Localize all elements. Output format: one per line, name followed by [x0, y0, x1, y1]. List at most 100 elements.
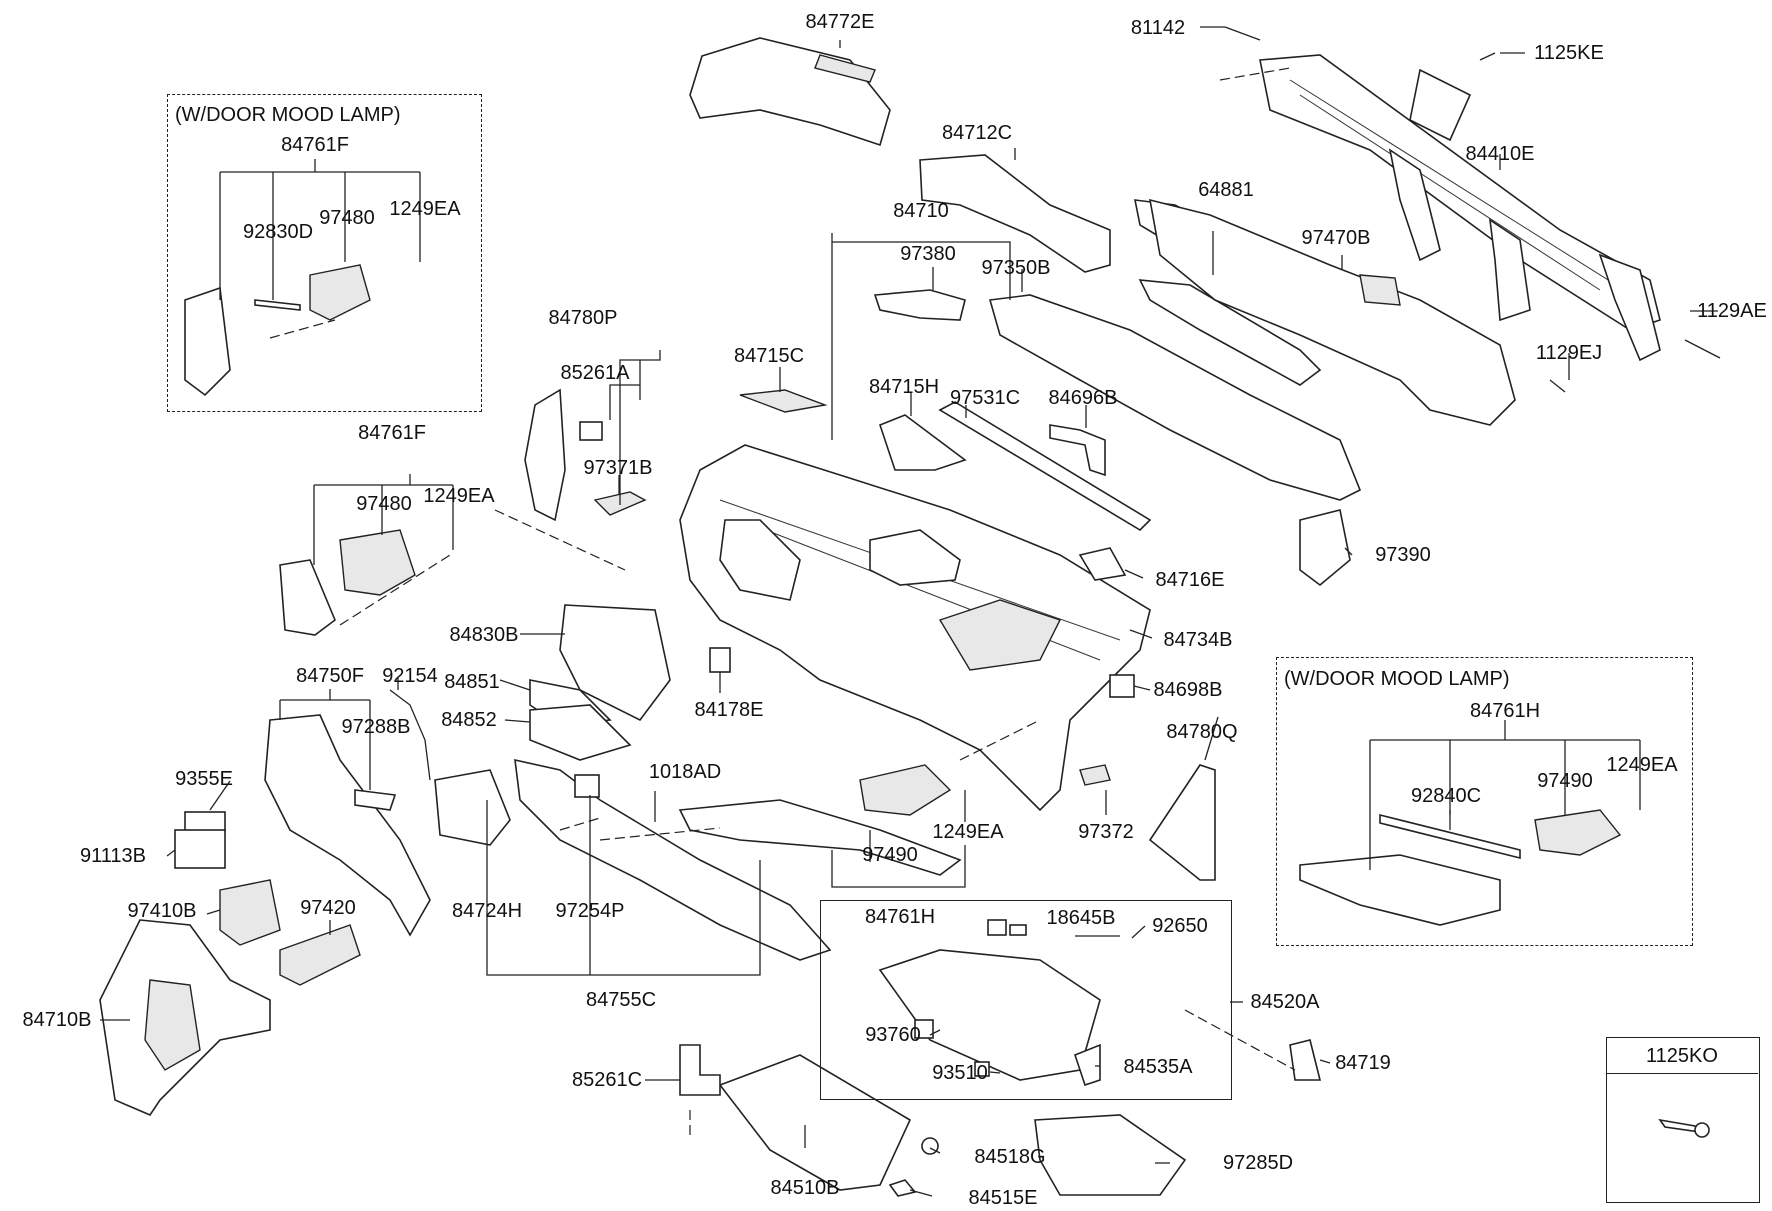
part-label-1125KE: 1125KE — [1534, 42, 1604, 64]
part-84761H-garnish — [678, 799, 962, 876]
part-label-64881: 64881 — [1198, 179, 1254, 201]
part-label-1129EJ: 1129EJ — [1535, 342, 1603, 364]
part-1125KO-bolt-head — [1694, 1122, 1710, 1138]
part-label-84515E: 84515E — [968, 1187, 1038, 1209]
part-label-84830B: 84830B — [449, 624, 519, 646]
part-label-1018AD: 1018AD — [648, 761, 722, 783]
part-label-1249EA-b: 1249EA — [932, 821, 1004, 843]
part-label-1129AE: 1129AE — [1697, 300, 1767, 322]
part-84715H-cover — [879, 414, 967, 471]
fastener-box-header — [1606, 1037, 1758, 1074]
part-97531C-defroster — [938, 401, 1152, 532]
part-18645B-bulb — [1009, 924, 1027, 936]
part-84716E-cover — [1078, 547, 1127, 581]
part-84724H-bracket — [434, 769, 511, 846]
part-1129EJ-bolt — [1549, 379, 1566, 393]
part-label-97390: 97390 — [1375, 544, 1431, 566]
part-label-97285D: 97285D — [1222, 1152, 1294, 1174]
part-label-97371B: 97371B — [583, 457, 653, 479]
part-97390-outlet — [1299, 509, 1351, 587]
part-97285D-glovebox-bin — [1034, 1114, 1187, 1196]
assembly-lines — [269, 67, 1296, 1140]
part-label-84780Q: 84780Q — [1166, 721, 1238, 743]
part-label-93760: 93760 — [865, 1024, 921, 1046]
part-label-84761F: 84761F — [358, 422, 426, 444]
part-label-84761H-box: 84761H — [1469, 700, 1541, 722]
part-97350B-duct — [988, 294, 1362, 501]
part-label-84734B: 84734B — [1163, 629, 1233, 651]
part-84750F-fascia — [264, 714, 431, 937]
part-label-84520A: 84520A — [1250, 991, 1320, 1013]
part-85261A-pad — [579, 421, 603, 441]
part-84520A-glovebox-housing — [878, 949, 1101, 1081]
part-97490-vent — [859, 764, 952, 816]
part-97420-vent — [279, 924, 361, 986]
part-84780Q-sidecover — [1148, 764, 1216, 881]
part-label-91113B: 91113B — [80, 845, 146, 867]
mood-lamp-box-right — [1276, 657, 1693, 946]
part-label-97480-box: 97480 — [319, 207, 375, 229]
part-label-84750F: 84750F — [296, 665, 364, 687]
part-1125KE-bolt — [1479, 52, 1496, 61]
part-97480-vent — [339, 529, 416, 596]
part-92650-lamp — [987, 919, 1007, 936]
part-label-84510B: 84510B — [770, 1177, 840, 1199]
part-84710-crashpad — [679, 444, 1151, 812]
part-97480-box-vent — [309, 264, 371, 321]
part-label-84772E: 84772E — [805, 11, 875, 33]
part-label-84698B: 84698B — [1153, 679, 1223, 701]
part-84712C-shape — [919, 154, 1111, 273]
part-label-84710B: 84710B — [22, 1009, 92, 1031]
part-label-93510: 93510 — [932, 1062, 988, 1084]
part-label-85261C: 85261C — [571, 1069, 643, 1091]
part-97470B-duct — [1148, 198, 1516, 426]
part-84535A-damper — [1074, 1043, 1101, 1087]
part-91113B-plate — [174, 829, 226, 869]
part-84696B-bracket — [1049, 424, 1106, 477]
part-label-97470B: 97470B — [1301, 227, 1371, 249]
part-64881-duct-lower — [1138, 279, 1322, 386]
part-84518G-bumper — [921, 1137, 939, 1155]
part-97372-grille — [1079, 764, 1111, 786]
part-84515E-clip — [888, 1179, 917, 1197]
part-81142-bolt — [1224, 26, 1261, 41]
part-label-84761F-box: 84761F — [281, 134, 349, 156]
mood-lamp-box-right-title: (W/DOOR MOOD LAMP) — [1284, 668, 1510, 690]
mood-lamp-box-left-title: (W/DOOR MOOD LAMP) — [175, 104, 401, 126]
part-label-97420: 97420 — [300, 897, 356, 919]
part-97490-box-vent — [1534, 809, 1622, 856]
part-97470B-outlet — [1359, 274, 1401, 306]
part-label-9355E: 9355E — [175, 768, 233, 790]
part-85261C-pad — [679, 1044, 721, 1096]
part-label-84716E: 84716E — [1155, 569, 1225, 591]
part-label-97490-box: 97490 — [1537, 770, 1593, 792]
part-label-84712C: 84712C — [941, 122, 1013, 144]
part-97288B-bracket — [354, 789, 397, 811]
part-label-84710: 84710 — [893, 200, 949, 222]
part-84780P-sidecover — [524, 388, 566, 522]
part-97410B-vent — [219, 879, 281, 946]
part-label-1249EA-box-left: 1249EA — [389, 198, 461, 220]
part-label-84535A: 84535A — [1123, 1056, 1193, 1078]
part-label-84755C: 84755C — [585, 989, 657, 1011]
part-label-84696B: 84696B — [1048, 387, 1118, 409]
part-97254P-clip — [574, 774, 600, 798]
part-label-84410E: 84410E — [1465, 143, 1535, 165]
part-label-84715C: 84715C — [733, 345, 805, 367]
fastener-box — [1606, 1037, 1760, 1203]
part-84852-shroud — [529, 704, 632, 761]
part-label-97410B: 97410B — [127, 900, 197, 922]
glovebox-assembly-box — [820, 900, 1232, 1100]
part-9355E-switch — [184, 811, 226, 833]
part-label-92830D: 92830D — [242, 221, 314, 243]
part-label-84780P: 84780P — [548, 307, 618, 329]
part-label-84719: 84719 — [1335, 1052, 1391, 1074]
part-92840C-lamp — [1379, 813, 1521, 860]
part-label-18645B: 18645B — [1046, 907, 1116, 929]
part-label-84715H: 84715H — [868, 376, 940, 398]
part-97380-vent — [873, 289, 966, 321]
part-84510B-glovebox-door — [718, 1054, 912, 1191]
part-84755C-lowerpad — [514, 758, 832, 961]
part-label-92154: 92154 — [382, 665, 438, 687]
part-84710B-opening — [144, 979, 201, 1071]
